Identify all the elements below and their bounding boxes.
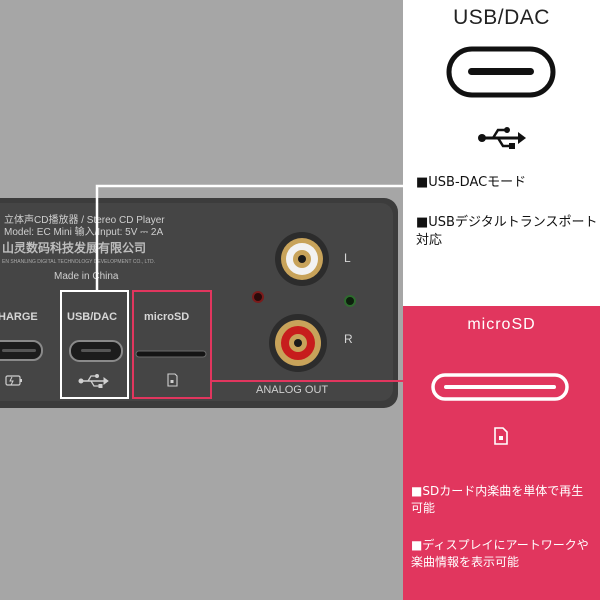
sd-card-icon — [167, 373, 178, 387]
left-led — [252, 291, 264, 303]
charge-port-tongue — [2, 349, 36, 352]
right-channel-label: R — [344, 332, 353, 346]
brand-english: EN SHANLING DIGITAL TECHNOLOGY DEVELOPME… — [2, 259, 155, 265]
microsd-title: microSD — [467, 316, 536, 333]
charge-label: HARGE — [0, 311, 38, 323]
sd-card-icon-large — [494, 427, 508, 445]
usb-dac-highlight — [60, 290, 129, 399]
microsd-slot[interactable] — [135, 350, 207, 358]
usb-dac-feature-mode: ■USB-DACモード — [416, 175, 527, 190]
microsd-slot-icon — [431, 373, 569, 401]
microsd-callout — [403, 306, 600, 600]
usb-dac-callout — [403, 0, 600, 306]
microsd-highlight — [132, 290, 212, 399]
made-in-label: Made in China — [54, 271, 119, 282]
usb-dac-title: USB/DAC — [453, 6, 550, 29]
sd-playback-feature: ■SDカード内楽曲を単体で再生可能 — [411, 484, 584, 515]
usb-c-port-icon — [446, 46, 556, 98]
brand-name: 山灵数码科技发展有限公司 — [2, 240, 146, 255]
device-model: Model: EC Mini 输入/Input: 5V ⎓ 2A — [4, 225, 163, 238]
rca-left-jack[interactable] — [275, 232, 329, 286]
usb-dac-label: USB/DAC — [67, 311, 117, 323]
usb-symbol-icon — [478, 127, 526, 149]
left-channel-label: L — [344, 251, 351, 265]
battery-icon — [5, 375, 22, 386]
sd-artwork-feature: ■ディスプレイにアートワークや楽曲情報を表示可能 — [411, 538, 589, 569]
usb-c-port-tongue — [81, 349, 111, 352]
microsd-label: microSD — [144, 311, 189, 323]
analog-out-label: ANALOG OUT — [256, 384, 328, 396]
usb-transport-feature: ■USBデジタルトランスポート対応 — [416, 215, 598, 248]
usb-icon — [78, 374, 109, 388]
rca-right-jack[interactable] — [269, 314, 327, 372]
usb-leader-line — [95, 184, 403, 291]
device-caption: 立体声CD播放器 / Stereo CD Player — [4, 213, 165, 226]
right-led — [344, 295, 356, 307]
